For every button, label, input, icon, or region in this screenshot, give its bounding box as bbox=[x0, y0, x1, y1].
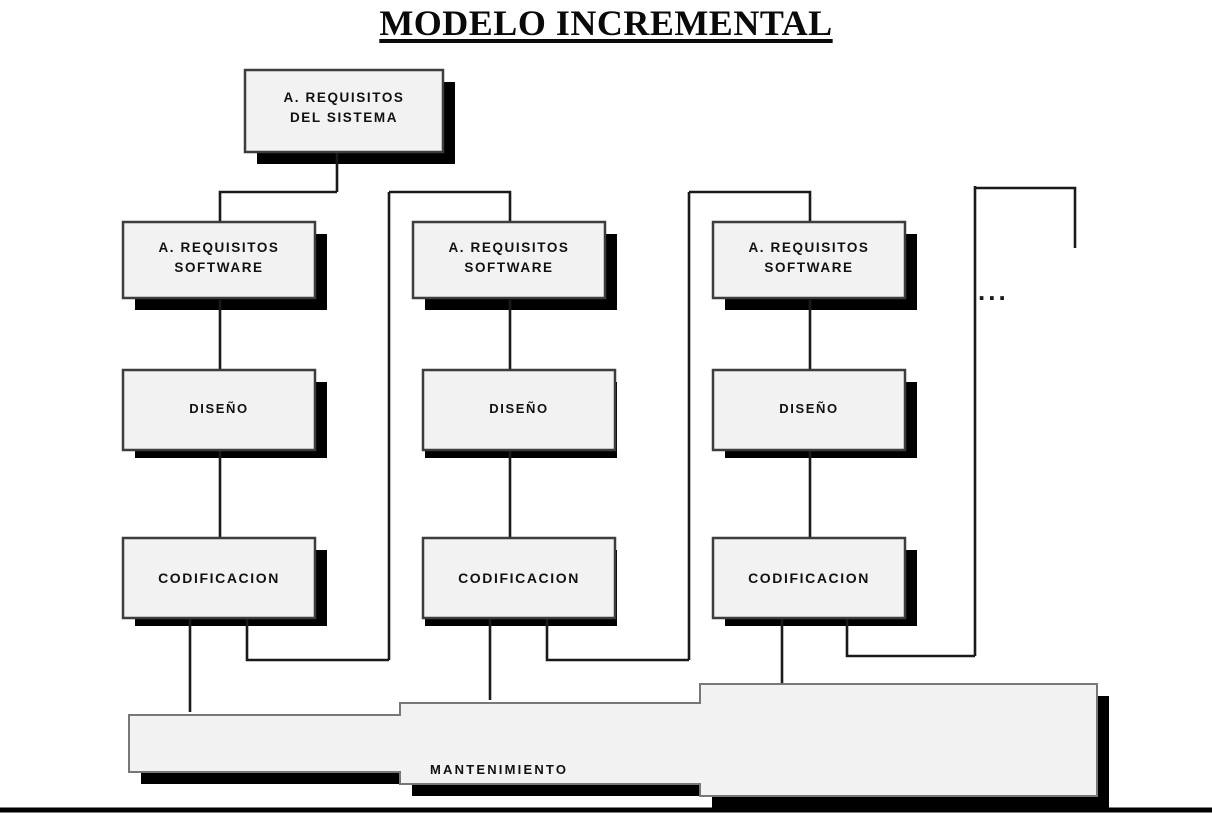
box-inc3-requisitos[interactable] bbox=[711, 220, 907, 300]
box-inc1-diseno[interactable] bbox=[121, 368, 317, 452]
box-inc1-codificacion[interactable] bbox=[121, 536, 317, 620]
continuation-ellipsis: ... bbox=[978, 276, 1009, 306]
box-inc2-diseno[interactable] bbox=[421, 368, 617, 452]
connector-feedback-inc2-to-inc3 bbox=[545, 618, 689, 662]
connector-system-to-inc1 bbox=[218, 190, 337, 228]
page-title: MODELO INCREMENTAL bbox=[379, 3, 833, 43]
box-inc1-requisitos[interactable] bbox=[121, 220, 317, 300]
box-inc3-diseno[interactable] bbox=[711, 368, 907, 452]
mantenimiento-bar bbox=[128, 683, 1098, 797]
box-inc2-requisitos[interactable] bbox=[411, 220, 607, 300]
connector-bracket-continuation-top bbox=[975, 186, 1077, 248]
box-requisitos-sistema[interactable] bbox=[243, 68, 445, 154]
connector-bracket-inc2-top bbox=[389, 190, 512, 228]
box-inc2-codificacion[interactable] bbox=[421, 536, 617, 620]
box-inc3-codificacion[interactable] bbox=[711, 536, 907, 620]
connector-layer bbox=[188, 150, 1077, 712]
box-layer bbox=[121, 68, 907, 620]
shadow-mantenimiento bbox=[141, 696, 1109, 808]
connector-bracket-inc3-top bbox=[689, 190, 812, 228]
connector-feedback-inc3-to-continuation bbox=[845, 618, 975, 658]
connector-feedback-inc1-to-inc2 bbox=[245, 618, 389, 662]
